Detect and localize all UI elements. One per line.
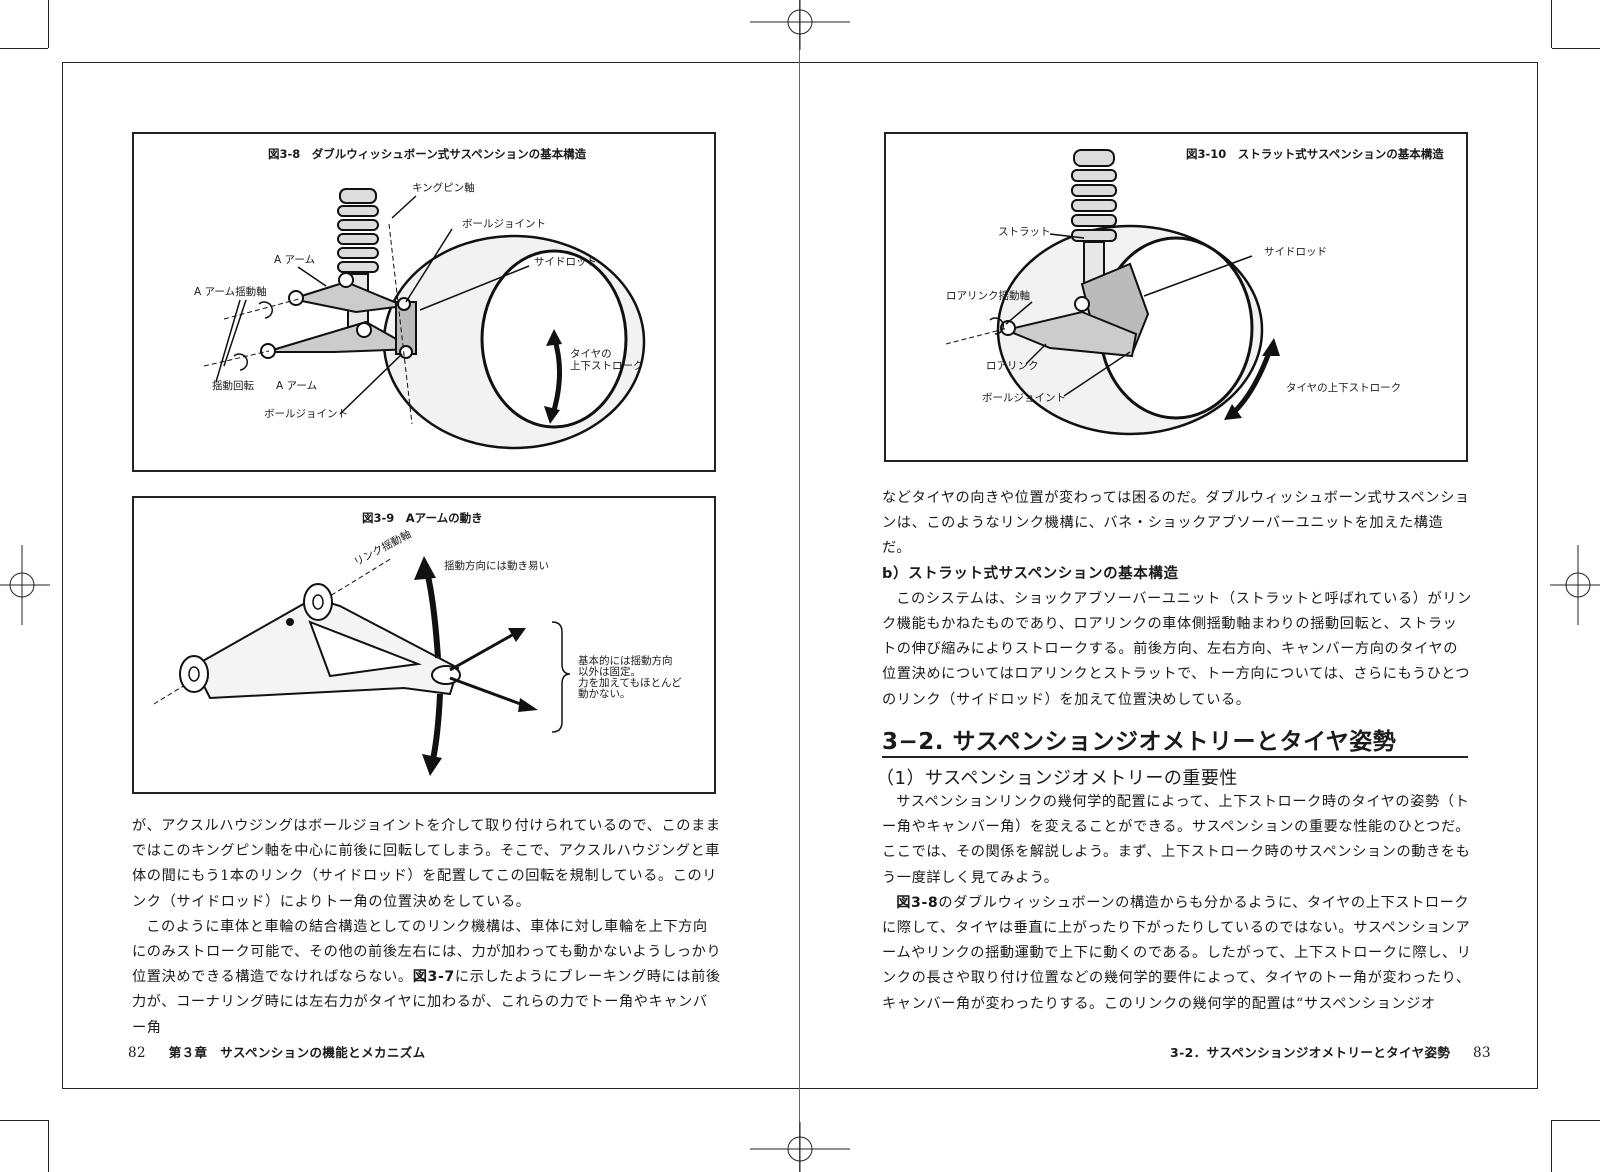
registration-mark-top — [750, 0, 850, 50]
label-lower-link: ロアリンク — [986, 360, 1039, 372]
paragraph-text: このように車体と車輪の結合構造としてのリンク機構は、車体に対し車輪を上下方向にの… — [132, 918, 722, 986]
strut-suspension-illustration — [945, 149, 1280, 436]
label-king-pin: キングピン軸 — [412, 182, 475, 194]
label-ball-joint-top: ボールジョイント — [462, 218, 546, 230]
label-fixed-note: 基本的には揺動方向 以外は固定。 力を加えてもほとんど 動かない。 — [578, 655, 682, 701]
paragraph-text: に示したようにブレーキング時には前後力が、コーナリング時には左右力がタイヤに加わ… — [132, 969, 721, 1036]
figure-reference: 図3-8 — [896, 894, 939, 911]
registration-mark-right — [1550, 545, 1600, 625]
figure-title: 図3-8 ダブルウィッシュボーン式サスペンションの基本構造 — [268, 147, 587, 161]
right-footer: 3-2．サスペンションジオメトリーとタイヤ姿勢 83 — [1170, 1042, 1491, 1061]
double-wishbone-illustration — [203, 188, 646, 450]
label-strut: ストラット — [998, 226, 1051, 238]
label-a-arm-pivot: A アーム揺動軸 — [194, 286, 267, 298]
label-a-arm-bottom: A アーム — [276, 380, 318, 392]
registration-mark-left — [0, 545, 50, 625]
paragraph-text: のダブルウィッシュボーンの構造からも分かるように、タイヤの上下ストロークに際して… — [882, 894, 1472, 1012]
paragraph: サスペンションリンクの幾何学的配置によって、上下ストローク時のタイヤの姿勢（トー… — [882, 794, 1471, 886]
label-side-rod: サイドロッド — [1264, 246, 1327, 258]
paragraph: このシステムは、ショックアブソーバーユニット（ストラットと呼ばれている）がリンク… — [882, 590, 1472, 708]
left-body-text: が、アクスルハウジングはボールジョイントを介して取り付けられているので、このまま… — [132, 814, 722, 1041]
label-tire-stroke-line-1: タイヤの — [570, 348, 612, 360]
label-ball-joint: ボールジョイント — [982, 392, 1066, 404]
label-fixed-note-line-4: 動かない。 — [578, 688, 631, 701]
section-title: 3−2. サスペンションジオメトリーとタイヤ姿勢 — [882, 729, 1397, 755]
paragraph: が、アクスルハウジングはボールジョイントを介して取り付けられているので、このまま… — [132, 818, 721, 910]
label-ball-joint-bottom: ボールジョイント — [264, 408, 348, 420]
section-running-head: 3-2．サスペンションジオメトリーとタイヤ姿勢 — [1170, 1045, 1451, 1060]
figure-title: 図3-9 Aアームの動き — [362, 511, 483, 525]
label-a-arm-top: A アーム — [274, 254, 316, 266]
a-arm-motion-illustration — [153, 556, 571, 776]
page-number: 82 — [128, 1045, 146, 1061]
label-swing-rotation: 揺動回転 — [212, 380, 254, 392]
label-tire-stroke: タイヤの上下ストローク — [1286, 382, 1402, 394]
label-side-rod: サイドロッド — [534, 256, 597, 268]
paragraph: などタイヤの向きや位置が変わっては困るのだ。ダブルウィッシュボーン式サスペンショ… — [882, 490, 1470, 557]
figure-reference: 図3-7 — [412, 969, 455, 986]
label-easy-direction: 揺動方向には動き易い — [444, 560, 549, 572]
right-body-text-bottom: サスペンションリンクの幾何学的配置によって、上下ストローク時のタイヤの姿勢（トー… — [882, 790, 1472, 1017]
paragraph: このように車体と車輪の結合構造としてのリンク機構は、車体に対し車輪を上下方向にの… — [132, 915, 722, 1041]
figure-3-9: 図3-9 Aアームの動き リンク — [132, 496, 716, 794]
subsection-title: （1）サスペンションジオメトリーの重要性 — [876, 768, 1238, 789]
label-fixed-note-line-2: 以外は固定。 — [578, 666, 641, 679]
left-footer: 82 第３章 サスペンションの機能とメカニズム — [128, 1042, 426, 1061]
section-rule — [882, 756, 1468, 758]
label-fixed-note-line-1: 基本的には揺動方向 — [578, 655, 673, 667]
registration-mark-bottom — [750, 1122, 850, 1172]
label-lower-link-pivot: ロアリンク揺動軸 — [946, 290, 1030, 302]
label-fixed-note-line-3: 力を加えてもほとんど — [578, 677, 682, 690]
label-tire-stroke-line-2: 上下ストローク — [570, 360, 644, 373]
figure-3-8: 図3-8 ダブルウィッシュボーン式サスペンションの基本構造 — [132, 132, 716, 472]
paragraph: 図3-8のダブルウィッシュボーンの構造からも分かるように、タイヤの上下ストローク… — [882, 891, 1472, 1017]
right-body-text-top: などタイヤの向きや位置が変わっては困るのだ。ダブルウィッシュボーン式サスペンショ… — [882, 486, 1472, 713]
subheading: b）ストラット式サスペンションの基本構造 — [882, 565, 1179, 582]
figure-3-10: 図3-10 ストラット式サスペンションの基本構造 — [884, 132, 1468, 462]
figure-title: 図3-10 ストラット式サスペンションの基本構造 — [1186, 147, 1444, 161]
page-number: 83 — [1473, 1045, 1491, 1061]
label-tire-stroke: タイヤの 上下ストローク — [570, 348, 644, 372]
chapter-running-head: 第３章 サスペンションの機能とメカニズム — [168, 1045, 426, 1060]
